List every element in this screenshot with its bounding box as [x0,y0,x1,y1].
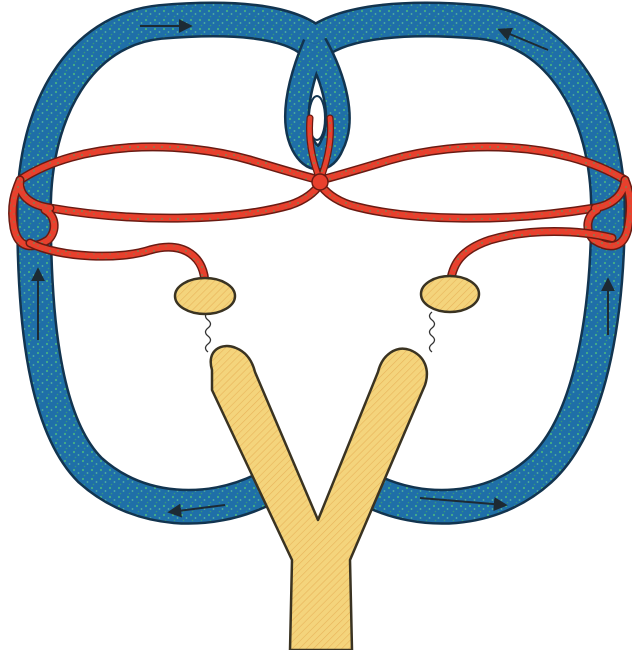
yellow-organs [175,276,479,314]
wavy-coil-icon [430,312,435,352]
blue-vessel-loop [34,20,608,507]
wavy-coil-icon [206,312,211,352]
coil-connectors [206,312,435,352]
blue-vessel-outline [34,20,608,507]
blue-vessel-body [34,20,608,507]
left-organ [175,278,235,314]
right-organ [421,276,479,312]
red-left-branch [30,243,205,285]
red-junction [312,174,328,190]
